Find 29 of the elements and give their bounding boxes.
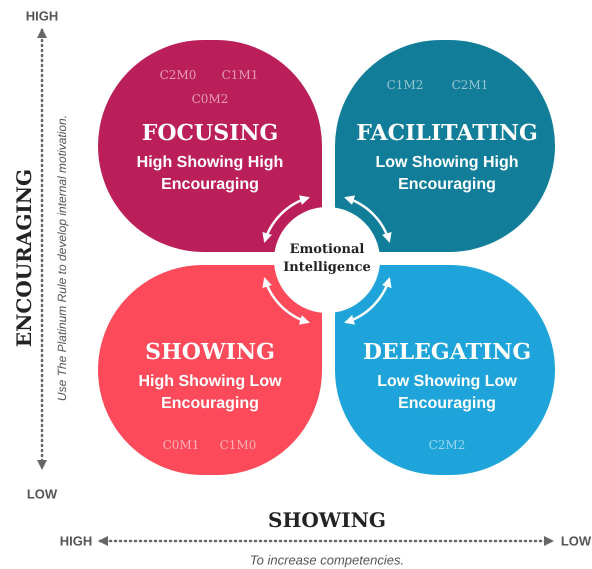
axis-end-label: HIGH: [60, 534, 92, 548]
quadrant-title: SHOWING: [145, 339, 275, 365]
quadrant-title: FOCUSING: [142, 120, 278, 146]
quadrant-subtitle: Low Showing High Encouraging: [374, 153, 520, 195]
double-arrow: [344, 196, 392, 243]
quadrant-title: FACILITATING: [356, 120, 538, 146]
double-arrow: [262, 277, 310, 324]
double-arrow: [344, 277, 392, 324]
style-code: C2M2: [428, 438, 466, 452]
quadrant-subtitle: Low Showing Low Encouraging: [376, 372, 518, 414]
style-code: C2M1: [452, 78, 488, 92]
axis-title: ENCOURAGING: [12, 168, 36, 348]
style-code: C1M1: [222, 68, 258, 82]
double-arrow: [262, 196, 310, 243]
quadrant-title: DELEGATING: [362, 339, 532, 365]
style-code: C1M2: [386, 78, 424, 92]
axis-end-label: LOW: [26, 486, 58, 502]
style-code: C2M0: [160, 68, 196, 82]
quadrant-subtitle: High Showing High Encouraging: [136, 153, 284, 195]
axis-note: Use The Platinum Rule to develop internal motivation.: [55, 114, 69, 402]
center-label: Emotional Intelligence: [282, 241, 372, 277]
axis-end-label: LOW: [560, 534, 592, 548]
style-code: C0M2: [192, 92, 228, 106]
axis-note: To increase competencies.: [250, 552, 404, 568]
axis-title: SHOWING: [268, 508, 386, 532]
style-code: C0M1: [162, 438, 200, 452]
style-code: C1M0: [220, 438, 256, 452]
axis-end-label: HIGH: [26, 8, 58, 24]
quadrant-subtitle: High Showing Low Encouraging: [137, 372, 283, 414]
